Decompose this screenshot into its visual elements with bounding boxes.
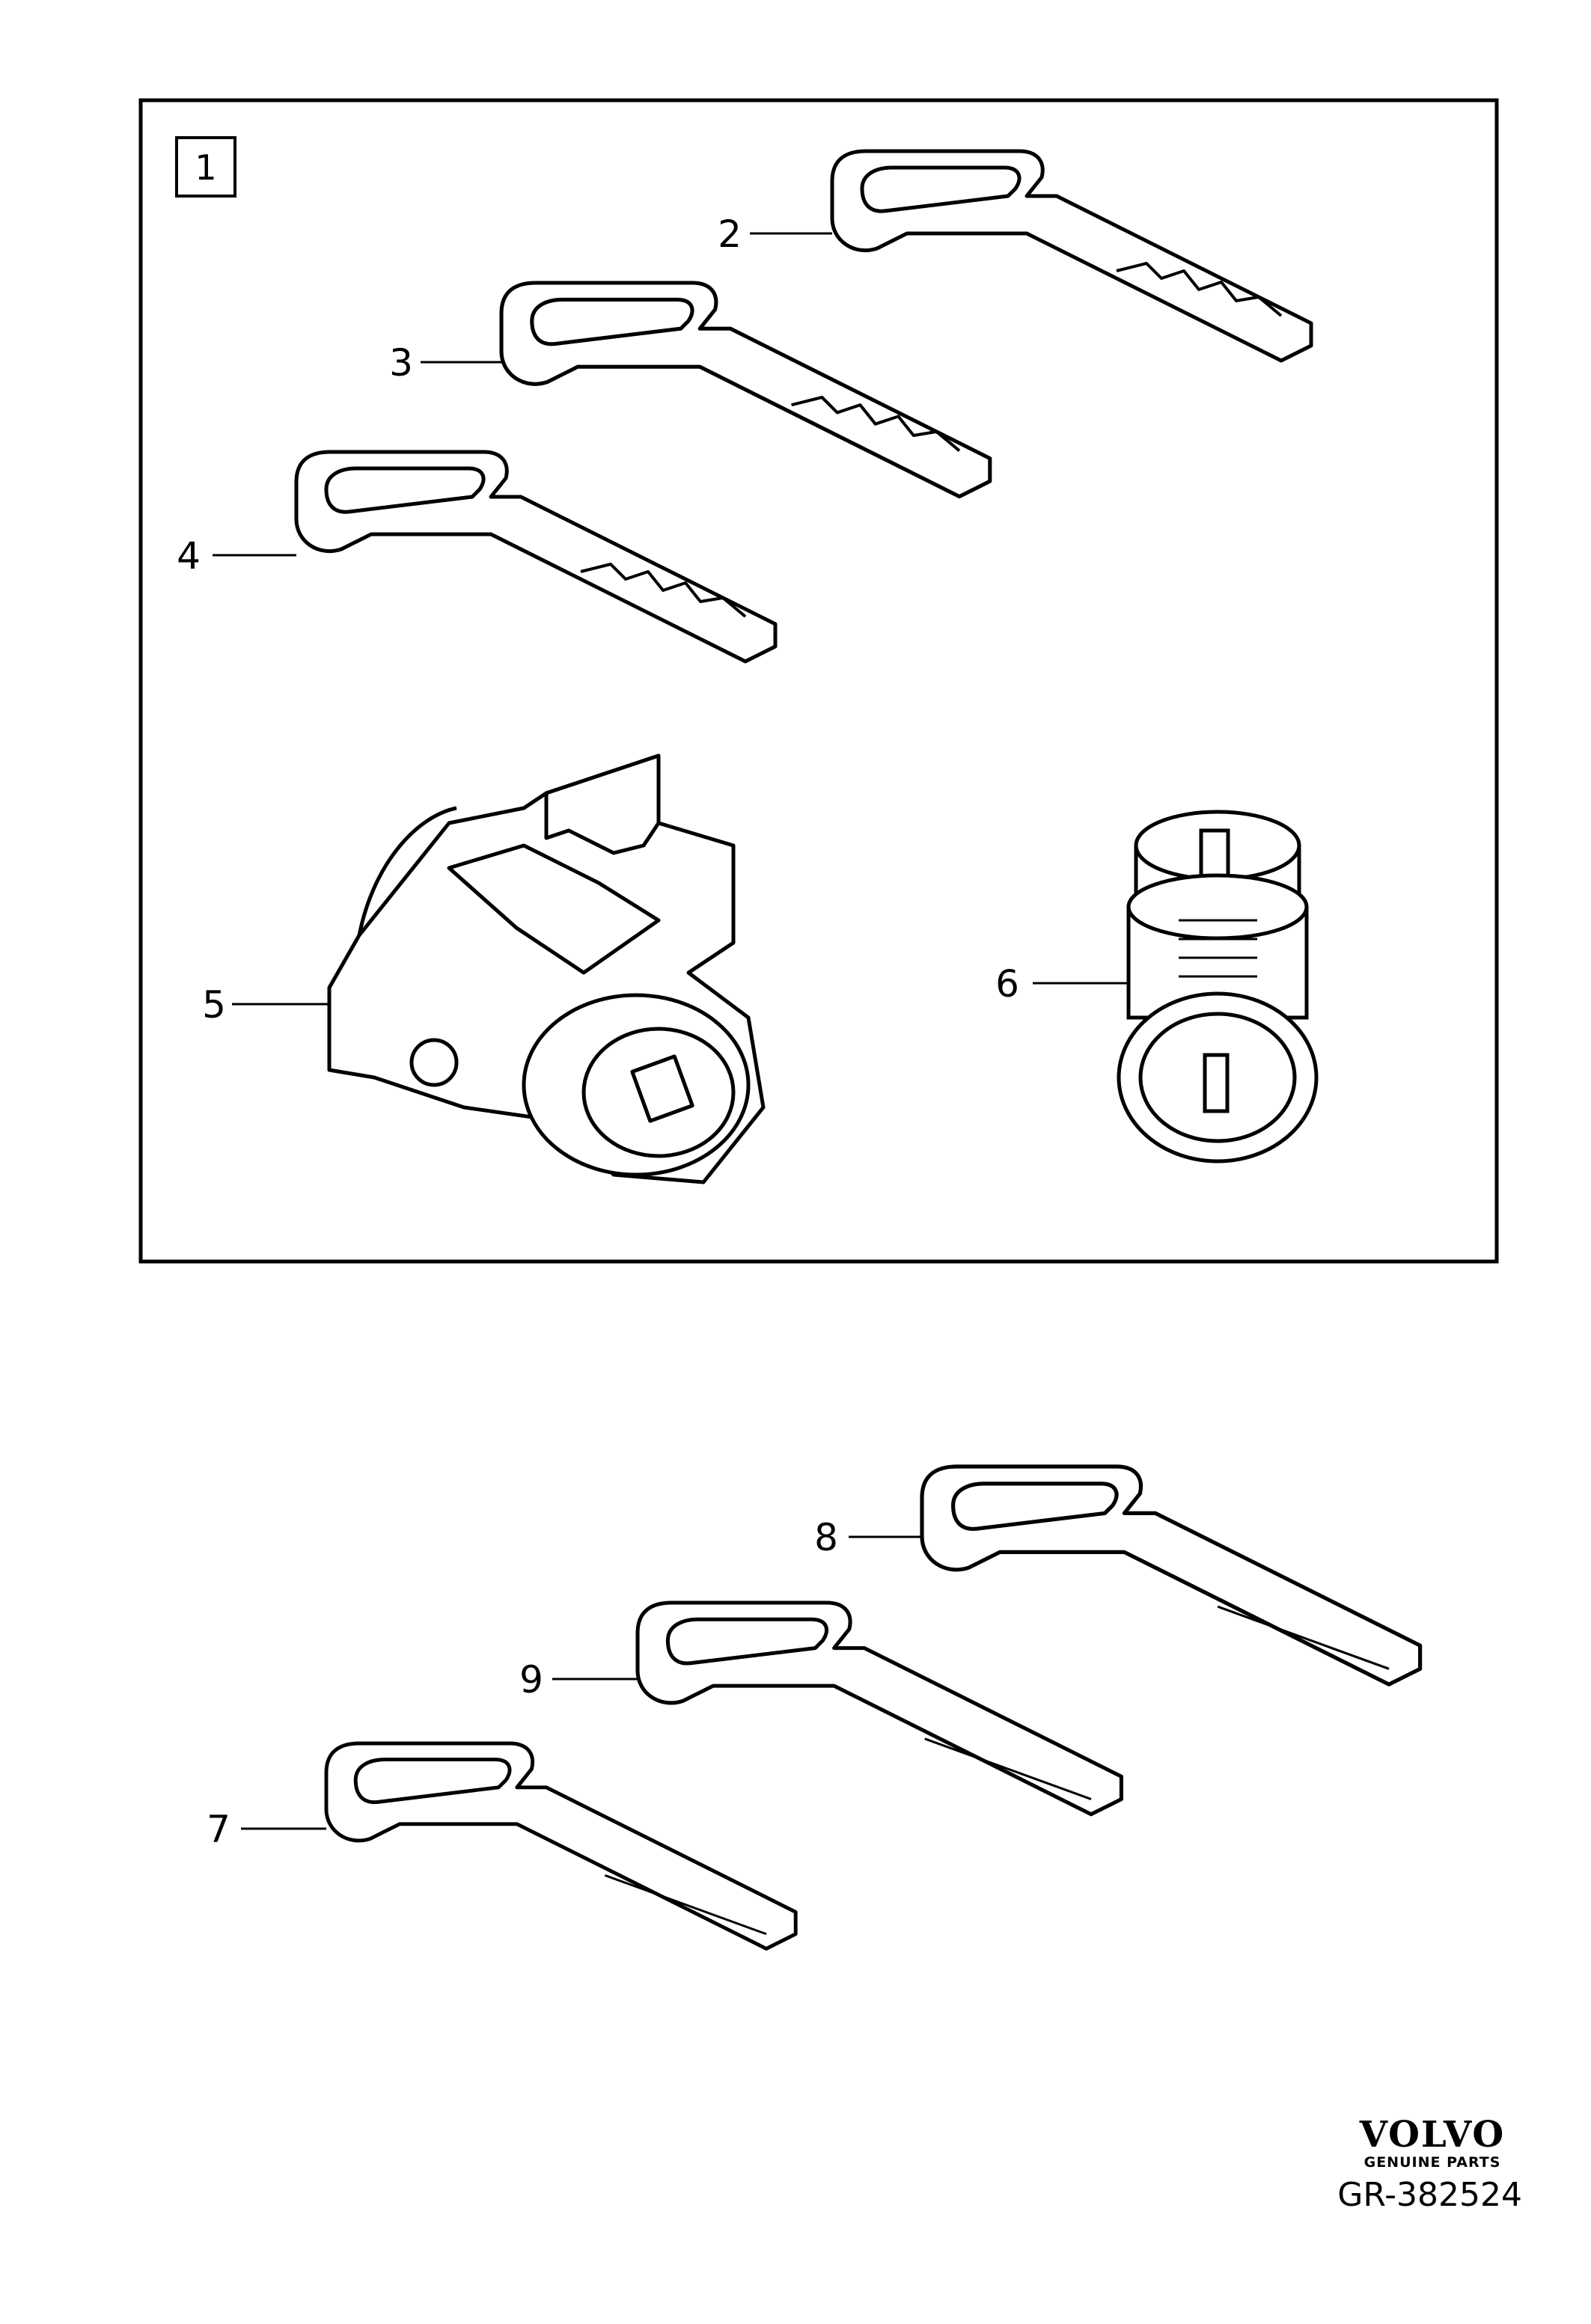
lock-cylinder-part-6 (1117, 810, 1319, 1163)
kit-frame (138, 98, 1499, 1264)
key-part-2 (832, 151, 1311, 361)
callout-4: 4 (177, 534, 201, 578)
key-part-3 (501, 283, 990, 497)
ignition-lock-part-5 (327, 753, 766, 1184)
callout-7: 7 (207, 1808, 230, 1851)
kit-label-box (175, 136, 236, 198)
brand-logo: VOLVO GENUINE PARTS (1343, 2116, 1522, 2171)
callout-3: 3 (389, 341, 413, 385)
key-part-4 (296, 452, 775, 661)
callout-6: 6 (995, 962, 1019, 1006)
callout-8: 8 (814, 1516, 838, 1559)
reference-code: GR-382524 (1337, 2176, 1522, 2214)
brand-subtitle: GENUINE PARTS (1364, 2154, 1501, 2171)
brand-name: VOLVO (1359, 2114, 1506, 2156)
callout-2: 2 (718, 212, 742, 256)
callout-9: 9 (519, 1658, 543, 1701)
key-blank-part-9 (638, 1603, 1121, 1814)
callout-5: 5 (202, 983, 226, 1027)
key-blank-part-8 (922, 1467, 1420, 1684)
kit-label: 1 (195, 147, 216, 188)
key-blank-part-7 (326, 1743, 796, 1948)
